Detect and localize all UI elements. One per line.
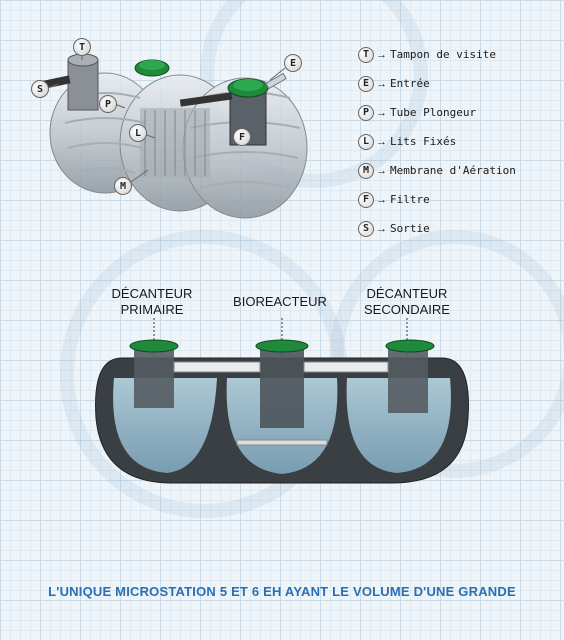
inlet-pipe [179,92,233,107]
legend-badge: S [358,220,374,237]
legend-label: Tampon de visite [390,48,496,61]
cap-primary [129,339,179,353]
legend-item: E→Entrée [358,69,558,98]
legend-item: T→Tampon de visite [358,40,558,69]
legend-item: F→Filtre [358,185,558,214]
tank-3d-illustration [43,48,308,219]
tag-l: L [129,124,147,142]
legend-label: Tube Plongeur [390,106,477,119]
legend-badge: M [358,162,374,179]
arrow-icon: → [376,135,387,148]
arrow-icon: → [376,164,387,177]
legend-badge: T [358,46,374,63]
arrow-icon: → [376,106,387,119]
tag-f: F [233,128,251,146]
outlet-pipe [43,75,71,89]
access-riser-left [67,59,99,111]
arrow-icon: → [376,222,387,235]
legend-badge: F [358,191,374,208]
tag-s: S [31,80,49,98]
legend-item: M→Membrane d'Aération [358,156,558,185]
footer-tagline: L'UNIQUE MICROSTATION 5 ET 6 EH AYANT LE… [48,584,516,599]
label-bioreactor: BIOREACTEUR [220,294,340,310]
tank-cross-section [95,318,469,484]
legend-label: Entrée [390,77,430,90]
legend-label: Membrane d'Aération [390,164,516,177]
label-secondary-line2: SECONDAIRE [364,302,450,317]
label-primary-line2: PRIMAIRE [120,302,184,317]
label-secondary-line1: DÉCANTEUR [366,286,448,301]
label-bio-text: BIOREACTEUR [233,294,327,309]
legend-badge: L [358,133,374,150]
label-secondary-settler: DÉCANTEUR SECONDAIRE [342,286,472,318]
cap-secondary [385,339,435,353]
arrow-icon: → [376,77,387,90]
tag-e: E [284,54,302,72]
legend-item: P→Tube Plongeur [358,98,558,127]
arrow-icon: → [376,48,387,61]
legend-label: Filtre [390,193,430,206]
legend-item: L→Lits Fixés [358,127,558,156]
legend-label: Sortie [390,222,430,235]
label-primary-settler: DÉCANTEUR PRIMAIRE [92,286,212,318]
legend-label: Lits Fixés [390,135,457,148]
riser-primary [134,348,174,408]
cap-bioreactor [255,339,309,353]
tag-t: T [73,38,91,56]
legend-badge: E [358,75,374,92]
riser-bioreactor [260,348,304,428]
arrow-icon: → [376,193,387,206]
legend-item: S→Sortie [358,214,558,243]
aeration-membrane [236,439,328,446]
tag-m: M [114,177,132,195]
legend-badge: P [358,104,374,121]
riser-secondary [388,348,428,413]
label-primary-line1: DÉCANTEUR [111,286,193,301]
tag-p: P [99,95,117,113]
